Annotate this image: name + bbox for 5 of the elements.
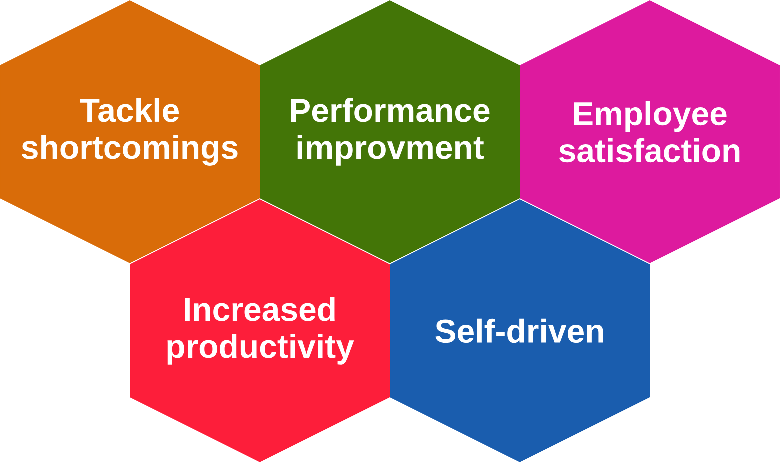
hexagon-tile: Increased productivity: [130, 200, 390, 462]
hexagon-tile: Tackle shortcomings: [0, 0, 260, 264]
hexagon-tile: Performance improvment: [260, 0, 520, 264]
hexagon-tile: Self-driven: [390, 200, 650, 462]
hexagon-tile: Employee satisfaction: [520, 0, 780, 264]
